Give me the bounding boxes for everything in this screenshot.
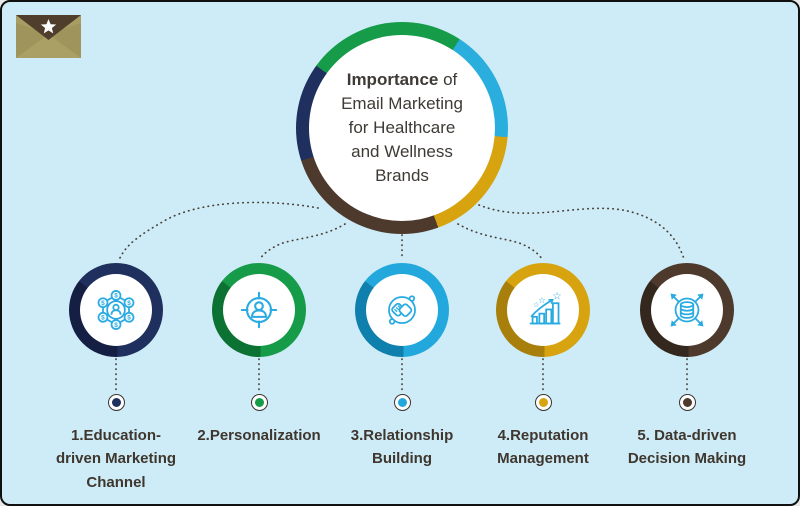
svg-text:☆: ☆ (533, 300, 540, 309)
svg-text:☆: ☆ (538, 295, 545, 305)
timeline-dot (107, 394, 125, 411)
timeline-dot-core (111, 398, 121, 407)
item-circle (223, 274, 295, 346)
target-audience-icon (240, 291, 278, 329)
timeline-dot (534, 394, 552, 411)
item-label: 4.Reputation Management (497, 427, 589, 468)
svg-text:$: $ (114, 322, 118, 329)
hub-title-rest: of (438, 70, 458, 89)
timeline-dot-core (254, 398, 264, 407)
timeline-dot-core (682, 398, 692, 407)
item-circle (651, 274, 723, 346)
item-label: 5. Data-driven Decision Making (627, 427, 747, 468)
growth-stars-icon: ☆ ☆ ☆ (529, 291, 562, 325)
item-data-driven-decisions: 5. Data-driven Decision Making (607, 263, 767, 471)
timeline-dot (678, 394, 696, 411)
item-label: 2.Personalization (197, 427, 321, 444)
item-circle (366, 274, 438, 346)
item-ring (212, 263, 306, 357)
envelope-star-icon (16, 15, 81, 58)
item-ring (355, 263, 449, 357)
timeline-dot-core (538, 398, 548, 407)
hub-title-bold: Importance (346, 70, 439, 89)
item-label: 3.Relationship Building (350, 427, 454, 468)
svg-text:$: $ (114, 293, 118, 300)
item-ring (640, 263, 734, 357)
svg-text:$: $ (101, 300, 105, 307)
item-circle: ☆ ☆ ☆ (507, 274, 579, 346)
timeline-dot (250, 394, 268, 411)
hub-title-body: Email Marketing for Healthcare and Welln… (341, 94, 463, 185)
item-education-marketing: $ $ $ $ $ $ 1.Education- driven Marketing Ch… (36, 263, 196, 494)
item-personalization: 2.Personalization (179, 263, 339, 447)
svg-text:$: $ (127, 300, 131, 307)
item-label: 1.Education- driven Marketing Channel (55, 427, 177, 491)
affiliate-network-icon: $ $ $ $ $ $ (97, 290, 135, 330)
item-circle: $ $ $ $ $ $ (80, 274, 152, 346)
timeline-dot (393, 394, 411, 411)
svg-text:$: $ (101, 315, 105, 322)
item-ring: $ $ $ $ $ $ (69, 263, 163, 357)
svg-text:$: $ (127, 315, 131, 322)
timeline-dot-core (397, 398, 407, 407)
item-ring: ☆ ☆ ☆ (496, 263, 590, 357)
data-share-icon (670, 293, 704, 327)
item-relationship-building: 3.Relationship Building (322, 263, 482, 471)
item-reputation-management: ☆ ☆ ☆ 4.Reputation Management (463, 263, 623, 471)
handshake-icon (388, 295, 416, 325)
svg-text:☆: ☆ (552, 291, 561, 303)
